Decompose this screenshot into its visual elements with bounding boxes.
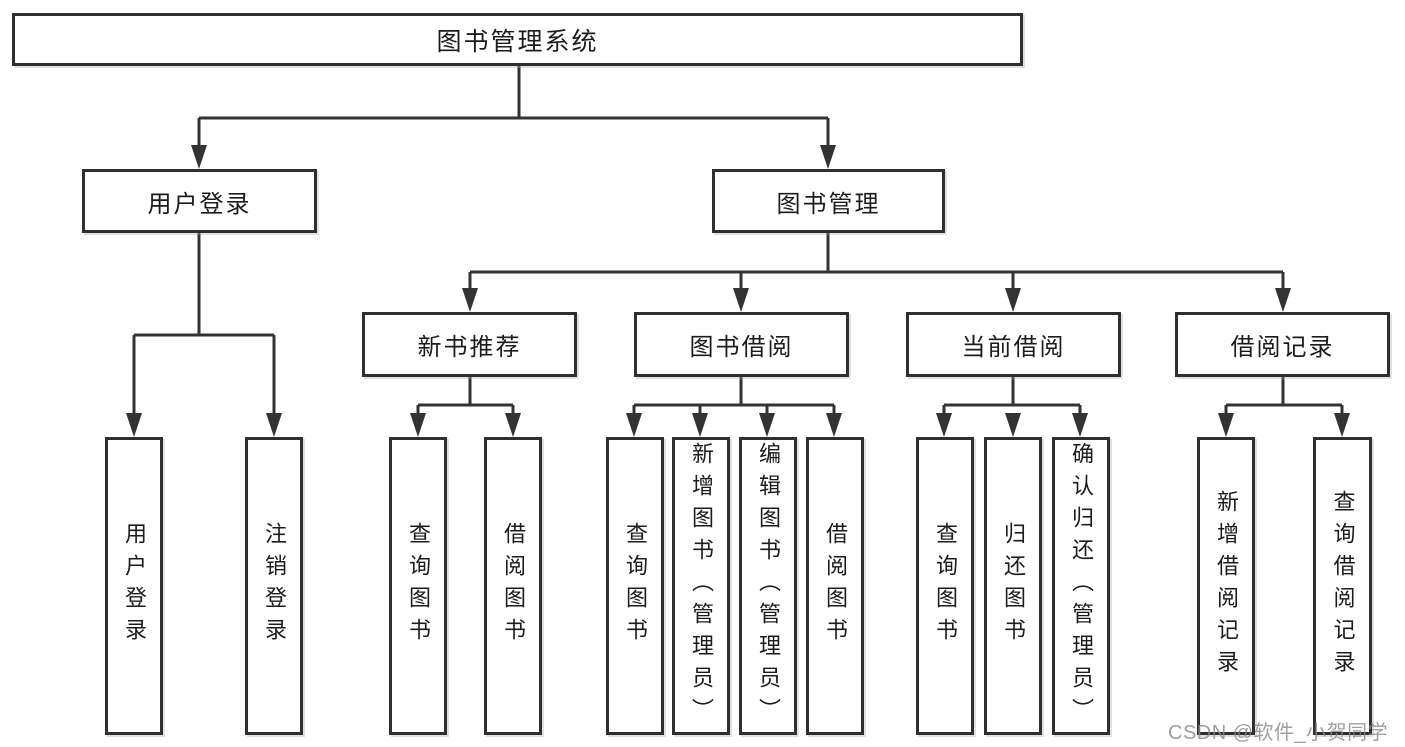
node-root: 图书管理系统 xyxy=(12,13,1023,66)
leaf-add-books-admin-label: 新增图书（管理员） xyxy=(689,442,714,730)
node-book-management-label: 图书管理 xyxy=(776,190,881,218)
leaf-confirm-return-admin-label: 确认归还（管理员） xyxy=(1069,442,1094,730)
leaf-return-books-label: 归还图书 xyxy=(1001,522,1026,650)
csdn-watermark: CSDN @软件_小贺同学 xyxy=(1168,722,1389,744)
leaf-current-query-books-label: 查询图书 xyxy=(933,522,958,650)
node-book-management: 图书管理 xyxy=(712,169,945,233)
leaf-query-borrow-record: 查询借阅记录 xyxy=(1313,437,1372,735)
node-borrowing-records: 借阅记录 xyxy=(1175,312,1390,377)
leaf-recommend-borrow-books: 借阅图书 xyxy=(484,437,542,735)
leaf-borrow-query-books: 查询图书 xyxy=(606,437,664,735)
leaf-borrow-query-books-label: 查询图书 xyxy=(623,522,648,650)
leaf-logout-label: 注销登录 xyxy=(262,522,287,650)
leaf-confirm-return-admin: 确认归还（管理员） xyxy=(1052,437,1110,735)
node-current-borrowing: 当前借阅 xyxy=(906,312,1121,377)
node-new-book-recommendation: 新书推荐 xyxy=(362,312,577,377)
node-current-borrowing-label: 当前借阅 xyxy=(961,334,1066,361)
leaf-recommend-query-books-label: 查询图书 xyxy=(406,522,431,650)
leaf-add-borrow-record: 新增借阅记录 xyxy=(1197,437,1255,735)
leaf-return-books: 归还图书 xyxy=(984,437,1042,735)
leaf-current-query-books: 查询图书 xyxy=(916,437,974,735)
node-book-borrowing-label: 图书借阅 xyxy=(689,334,794,361)
leaf-add-books-admin: 新增图书（管理员） xyxy=(672,437,730,735)
node-user-login: 用户登录 xyxy=(82,169,317,233)
leaf-add-borrow-record-label: 新增借阅记录 xyxy=(1214,490,1239,682)
node-book-borrowing: 图书借阅 xyxy=(634,312,849,377)
node-new-book-recommendation-label: 新书推荐 xyxy=(417,334,522,361)
leaf-user-login: 用户登录 xyxy=(105,437,163,735)
leaf-borrow-books: 借阅图书 xyxy=(806,437,864,735)
node-borrowing-records-label: 借阅记录 xyxy=(1230,334,1335,361)
leaf-user-login-label: 用户登录 xyxy=(122,522,147,650)
leaf-edit-books-admin-label: 编辑图书（管理员） xyxy=(756,442,781,730)
leaf-recommend-borrow-books-label: 借阅图书 xyxy=(501,522,526,650)
leaf-query-borrow-record-label: 查询借阅记录 xyxy=(1330,490,1356,682)
leaf-logout: 注销登录 xyxy=(245,437,303,735)
leaf-borrow-books-label: 借阅图书 xyxy=(823,522,848,650)
leaf-recommend-query-books: 查询图书 xyxy=(389,437,447,735)
leaf-edit-books-admin: 编辑图书（管理员） xyxy=(739,437,797,735)
node-user-login-label: 用户登录 xyxy=(147,190,252,218)
node-root-label: 图书管理系统 xyxy=(436,27,599,56)
